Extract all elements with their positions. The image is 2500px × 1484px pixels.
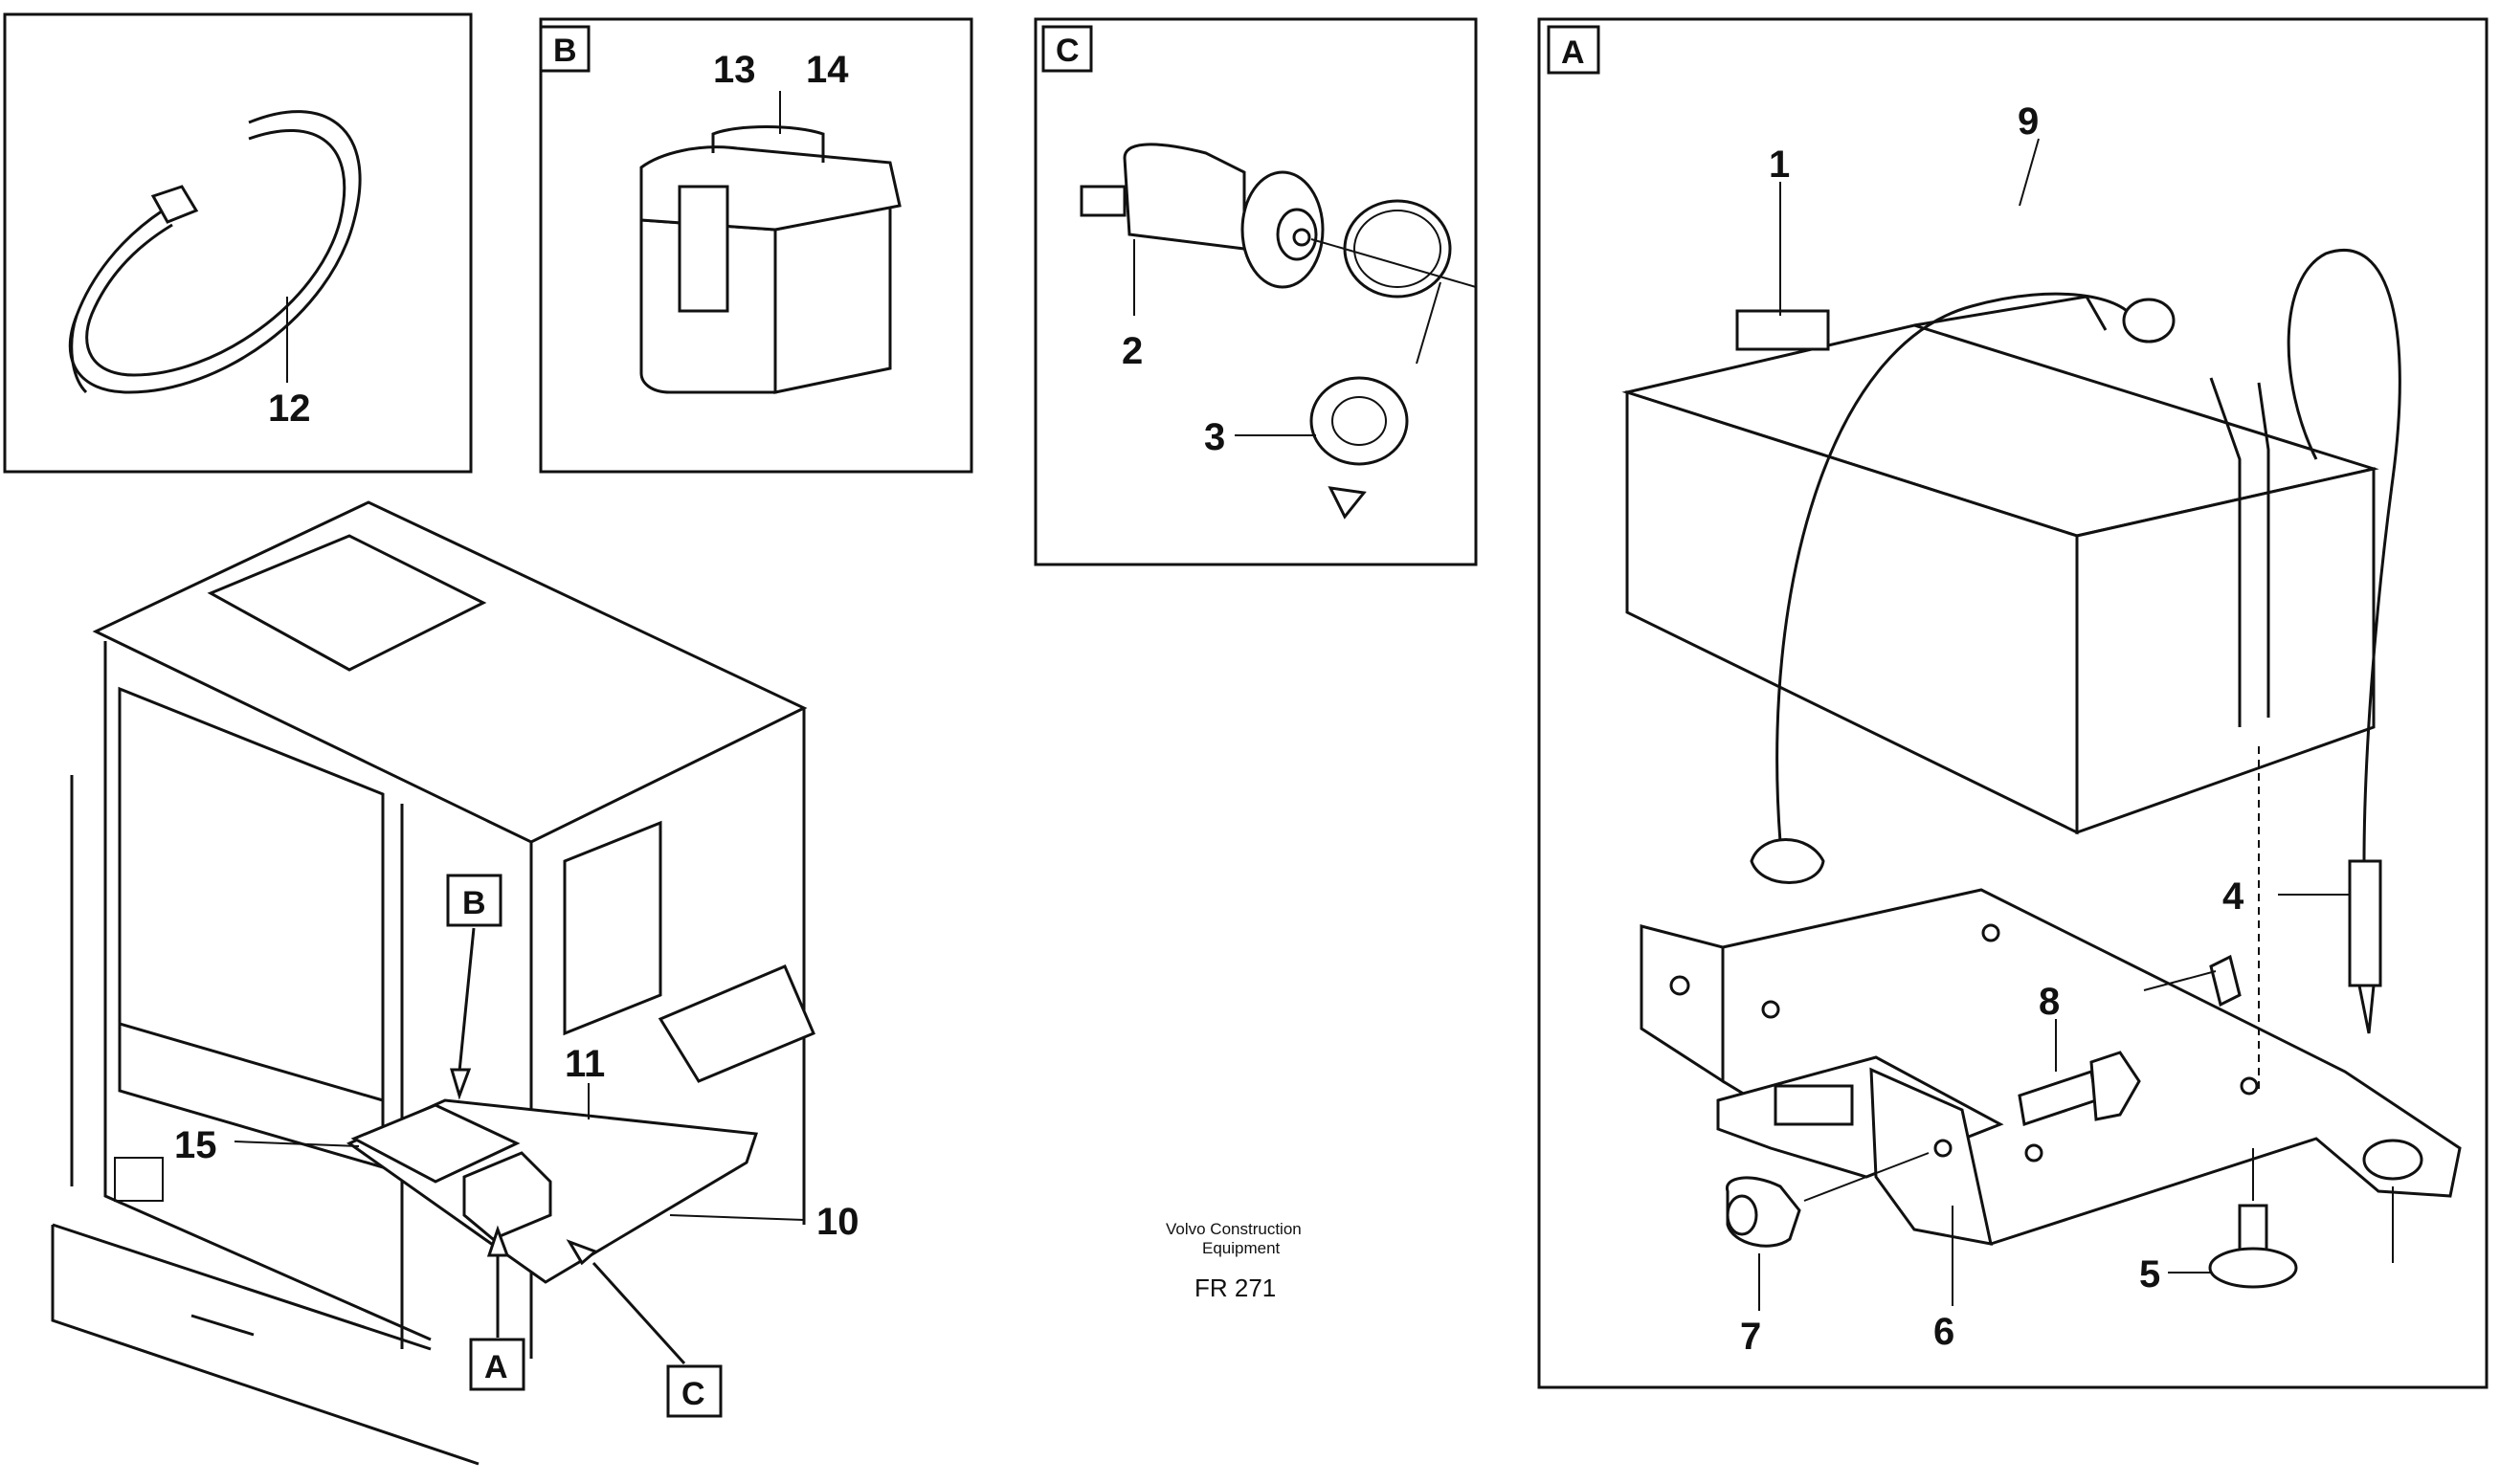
panel-c-letter-box	[1041, 25, 1093, 73]
part-label-7: 7	[1740, 1316, 1761, 1358]
cab-overview: 11 15 10 B A C	[51, 500, 859, 1466]
cable-4	[2287, 248, 2401, 1034]
cover-box-drawing	[1621, 295, 2379, 835]
part-label-11: 11	[565, 1043, 605, 1085]
part-label-1: 1	[1769, 144, 1790, 186]
brand-line-2: Equipment	[1202, 1239, 1281, 1257]
panel-c: C 2 3	[1034, 17, 1478, 566]
panel-strap: 12	[3, 12, 473, 474]
cab-callout-a: A	[484, 1349, 508, 1385]
socket-cap-drawing	[1309, 199, 1452, 520]
bolt-8-drawing	[2018, 954, 2242, 1126]
nut-7-drawing	[1726, 1152, 1930, 1248]
panel-a: A 9 1 4	[1537, 17, 2489, 1389]
drawing-footer: Volvo Construction Equipment FR 271	[1166, 1220, 1302, 1302]
part-label-8: 8	[2039, 981, 2060, 1023]
cab-callout-c-box	[666, 1364, 723, 1418]
relay-drawing	[639, 125, 902, 394]
part-label-3: 3	[1204, 416, 1225, 458]
mounting-plate-drawing	[346, 1098, 759, 1284]
part-label-6: 6	[1933, 1311, 1954, 1353]
part-label-13: 13	[713, 49, 756, 91]
socket-drawing	[1080, 143, 1325, 289]
part-label-5: 5	[2139, 1253, 2160, 1296]
part-label-12: 12	[268, 388, 311, 430]
panel-b-letter-box	[539, 25, 591, 73]
cab-callout-c: C	[681, 1376, 705, 1412]
part-label-4: 4	[2222, 875, 2244, 918]
panel-c-letter: C	[1056, 33, 1080, 69]
part-label-14: 14	[806, 49, 849, 91]
cab-callout-b-box	[446, 874, 502, 927]
cab-callout-a-box	[469, 1338, 525, 1391]
cable-9	[1750, 138, 2176, 884]
part-label-9: 9	[2018, 100, 2039, 143]
cab-drawing	[51, 500, 815, 1466]
brand-line-1: Volvo Construction	[1166, 1220, 1302, 1238]
part-label-15: 15	[174, 1124, 217, 1166]
drawing-code: FR 271	[1194, 1274, 1276, 1302]
panel-a-letter-box	[1547, 25, 1600, 75]
part-label-2: 2	[1122, 330, 1143, 372]
panel-a-letter: A	[1561, 34, 1585, 71]
cab-callout-b: B	[462, 885, 486, 921]
screw-5-drawing	[2208, 1148, 2298, 1289]
panel-b: B 13 14	[539, 17, 973, 474]
cable-strap-drawing	[68, 110, 362, 394]
panel-b-letter: B	[553, 33, 577, 69]
part-label-10: 10	[816, 1201, 859, 1243]
